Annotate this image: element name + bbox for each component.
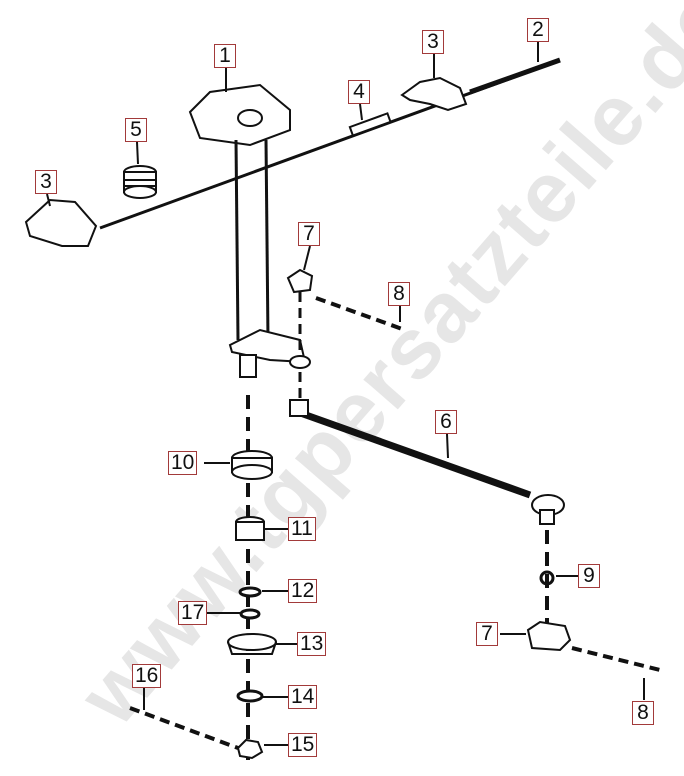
tie-rod-part-6 bbox=[289, 399, 565, 525]
nut-part-7-right bbox=[526, 620, 572, 652]
pin-part-8-bottom bbox=[571, 646, 661, 672]
sleeve-part-4 bbox=[348, 112, 392, 137]
part-label-15: 15 bbox=[288, 733, 318, 757]
steering-column-part-1 bbox=[188, 83, 307, 378]
part-label-8-top: 8 bbox=[388, 282, 410, 306]
washer-part-9 bbox=[539, 570, 555, 586]
part-label-12: 12 bbox=[288, 579, 318, 603]
part-label-17: 17 bbox=[178, 601, 208, 625]
part-label-2: 2 bbox=[527, 18, 549, 42]
part-label-3-top: 3 bbox=[422, 30, 444, 54]
bracket-part-3-top bbox=[400, 76, 468, 112]
part-label-3-left: 3 bbox=[35, 170, 57, 194]
cup-part-13 bbox=[227, 633, 277, 655]
part-label-10: 10 bbox=[168, 451, 198, 475]
part-label-1: 1 bbox=[214, 44, 236, 68]
bracket-part-3-left bbox=[24, 198, 98, 247]
part-label-8-bottom: 8 bbox=[632, 701, 654, 725]
bearing-part-10 bbox=[231, 450, 273, 480]
bolt-part-2 bbox=[469, 57, 561, 95]
bushing-part-5 bbox=[123, 165, 157, 199]
part-label-5: 5 bbox=[125, 118, 147, 142]
ring-part-17 bbox=[239, 608, 261, 620]
part-label-4: 4 bbox=[348, 80, 370, 104]
part-label-13: 13 bbox=[297, 632, 327, 656]
leader-lines bbox=[46, 42, 645, 746]
part-label-11: 11 bbox=[288, 517, 316, 541]
part-label-9: 9 bbox=[578, 564, 600, 588]
washer-part-12 bbox=[238, 586, 262, 598]
pin-part-16 bbox=[129, 706, 239, 750]
part-label-7-right: 7 bbox=[476, 622, 498, 646]
washer-part-14 bbox=[236, 689, 264, 703]
nut-part-7-top bbox=[286, 268, 314, 294]
part-label-7-top: 7 bbox=[298, 222, 320, 246]
part-label-6: 6 bbox=[435, 410, 457, 434]
part-label-16: 16 bbox=[132, 664, 162, 688]
part-label-14: 14 bbox=[288, 685, 318, 709]
bush-part-11 bbox=[235, 516, 265, 541]
nut-part-15 bbox=[236, 738, 264, 760]
